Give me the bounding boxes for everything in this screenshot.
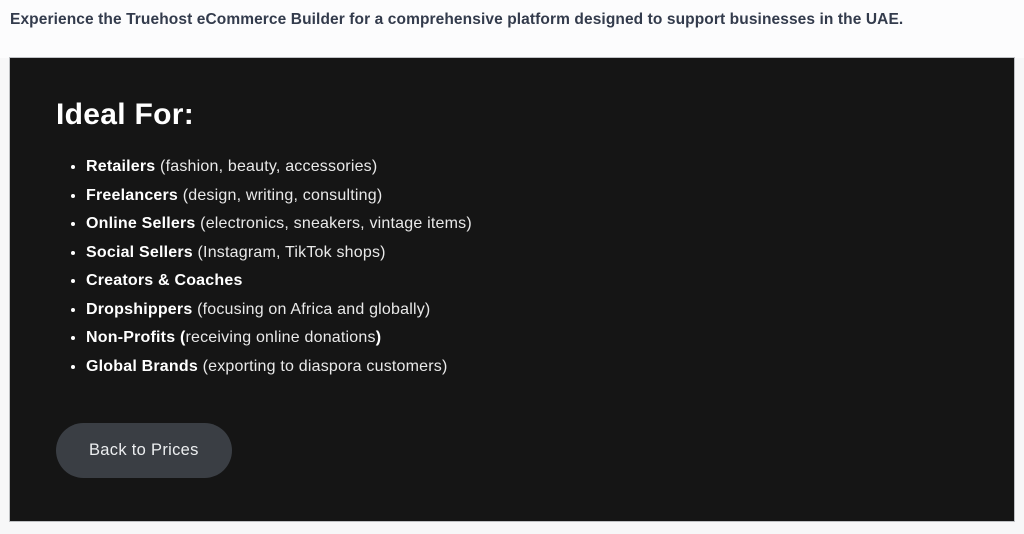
list-item-detail: (electronics, sneakers, vintage items) <box>195 215 472 232</box>
list-item-detail: receiving online donations <box>185 329 376 346</box>
list-item: Dropshippers (focusing on Africa and glo… <box>86 301 974 319</box>
list-item-detail: (Instagram, TikTok shops) <box>192 243 386 261</box>
list-item-detail: (design, writing, consulting) <box>178 186 383 204</box>
list-item-bold: Social Sellers <box>86 243 193 261</box>
list-item-bold-suffix: ) <box>375 329 382 346</box>
list-item: Creators & Coaches <box>86 272 974 290</box>
list-item-bold: Creators & Coaches <box>86 272 243 289</box>
list-item-bold: Online Sellers <box>86 215 196 232</box>
list-item: Non-Profits (receiving online donations) <box>86 329 974 347</box>
list-item: Freelancers (design, writing, consulting… <box>86 187 974 205</box>
list-item: Online Sellers (electronics, sneakers, v… <box>86 215 974 233</box>
list-item-detail: (exporting to diaspora customers) <box>197 357 448 375</box>
list-item: Global Brands (exporting to diaspora cus… <box>86 358 974 376</box>
list-item-bold: Non-Profits ( <box>86 329 186 346</box>
list-item-bold: Freelancers <box>86 186 179 204</box>
list-item-detail: (focusing on Africa and globally) <box>192 300 431 318</box>
list-item: Retailers (fashion, beauty, accessories) <box>86 158 974 176</box>
top-spacer <box>0 31 1024 58</box>
card-heading: Ideal For: <box>56 98 195 131</box>
list-item-bold: Global Brands <box>86 357 198 375</box>
ideal-for-list: Retailers (fashion, beauty, accessories)… <box>56 158 974 376</box>
list-item-bold: Retailers <box>86 158 156 175</box>
list-item: Social Sellers (Instagram, TikTok shops) <box>86 244 974 262</box>
list-item-detail: (fashion, beauty, accessories) <box>155 158 378 175</box>
intro-text: Experience the Truehost eCommerce Builde… <box>0 0 1024 31</box>
ideal-for-card: Ideal For: Retailers (fashion, beauty, a… <box>10 58 1014 521</box>
list-item-bold: Dropshippers <box>86 300 193 318</box>
back-to-prices-button[interactable]: Back to Prices <box>56 423 232 478</box>
